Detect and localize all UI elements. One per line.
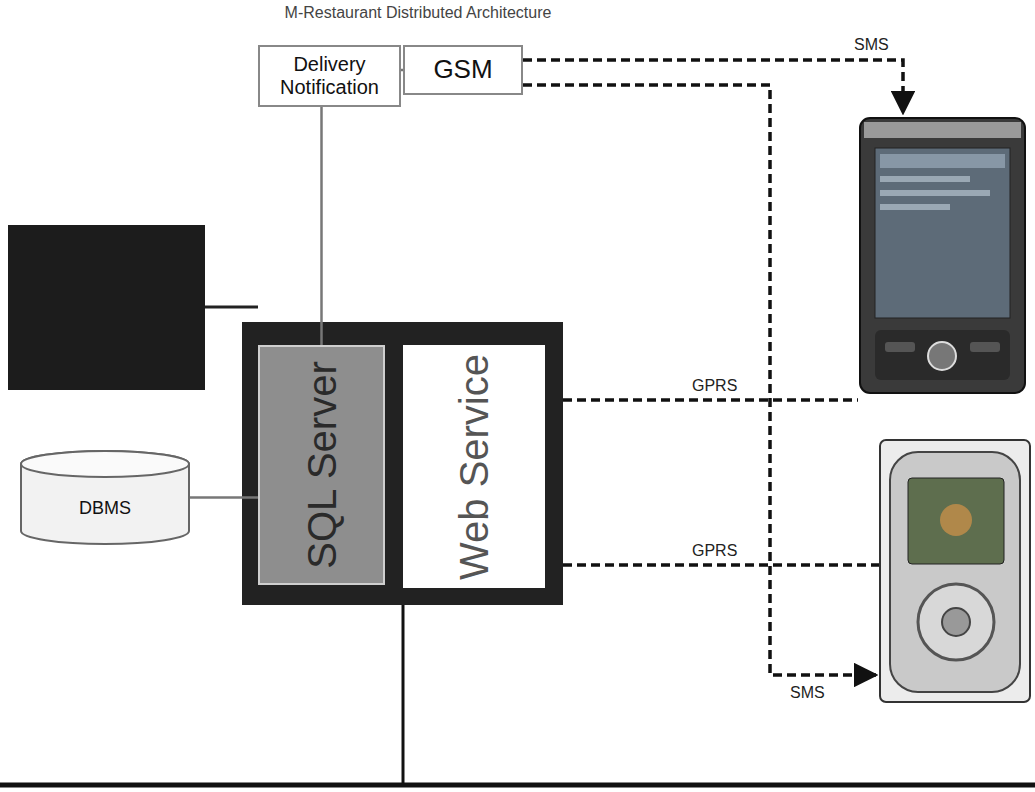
service-panel: Web Service	[403, 345, 545, 588]
node-label: Delivery Notification	[260, 53, 399, 99]
link-label: GPRS	[690, 377, 739, 395]
database-cylinder: DBMS	[20, 450, 190, 545]
server-panel: SQL Server	[258, 345, 385, 585]
node-label: Web Service	[452, 353, 497, 579]
gprs-link	[563, 563, 880, 567]
connector	[320, 107, 323, 345]
dark-panel	[8, 225, 205, 390]
cylinder-body	[21, 451, 189, 544]
node-label: DBMS	[79, 498, 131, 519]
process-box: Delivery Notification	[258, 45, 401, 107]
gprs-link	[563, 398, 858, 402]
pda-device	[860, 118, 1025, 393]
link-label: SMS	[788, 684, 827, 702]
bus-line	[0, 783, 1035, 788]
cylinder-outline	[20, 450, 190, 545]
diagram-title: M-Restaurant Distributed Architecture	[218, 4, 618, 22]
connector	[190, 496, 258, 499]
bus-line	[402, 605, 405, 785]
link-label: GPRS	[690, 542, 739, 560]
cylinder-top	[21, 451, 189, 477]
process-box: GSM	[403, 45, 523, 95]
mobile-phone	[880, 440, 1030, 702]
node-label: GSM	[433, 55, 492, 85]
sms-link	[523, 85, 876, 675]
link-line	[205, 306, 258, 309]
server-frame	[242, 322, 563, 605]
link-label: SMS	[852, 36, 891, 54]
node-label: SQL Server	[299, 361, 344, 568]
